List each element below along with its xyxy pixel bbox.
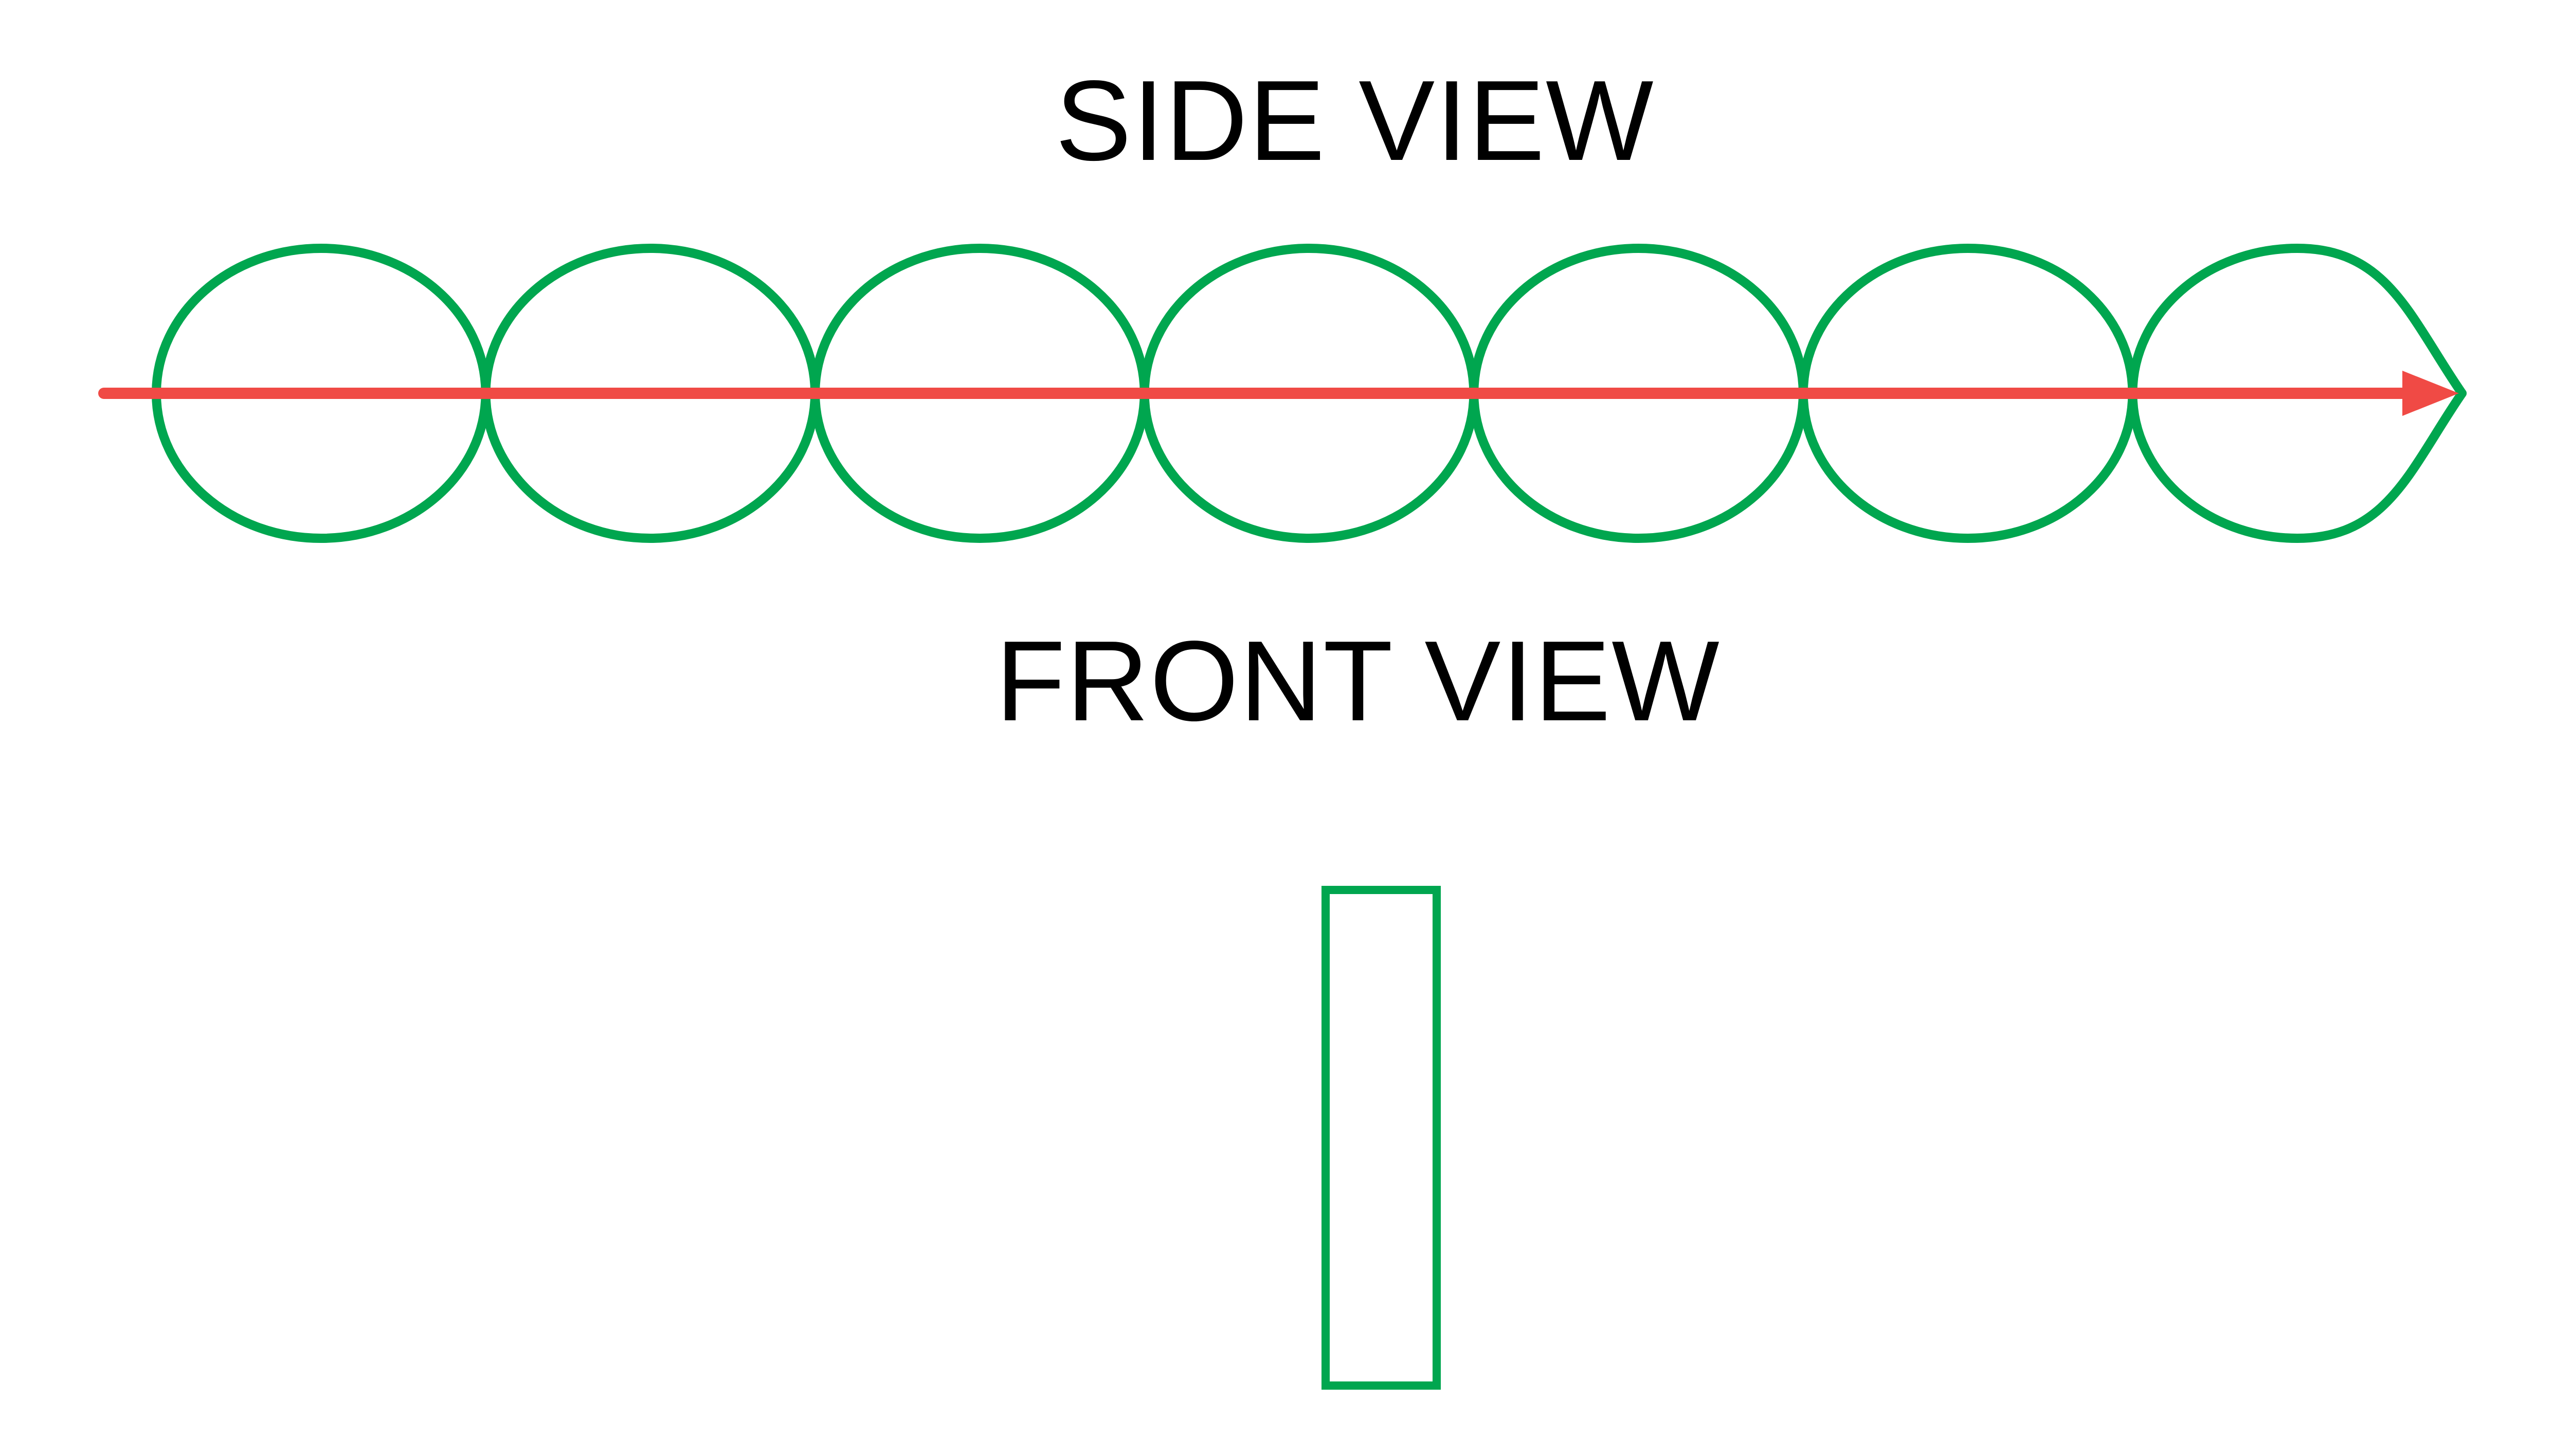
polarization-bar: [1321, 886, 1441, 1390]
propagation-arrow: [98, 371, 2459, 416]
propagation-arrow-head: [2402, 371, 2459, 416]
front-view-title: FRONT VIEW: [995, 617, 1721, 745]
side-view-wave: [152, 244, 2467, 543]
wave-upper-curve: [152, 244, 2467, 543]
side-view-title: SIDE VIEW: [1055, 57, 1654, 185]
wave-lower-curve: [152, 244, 2467, 543]
